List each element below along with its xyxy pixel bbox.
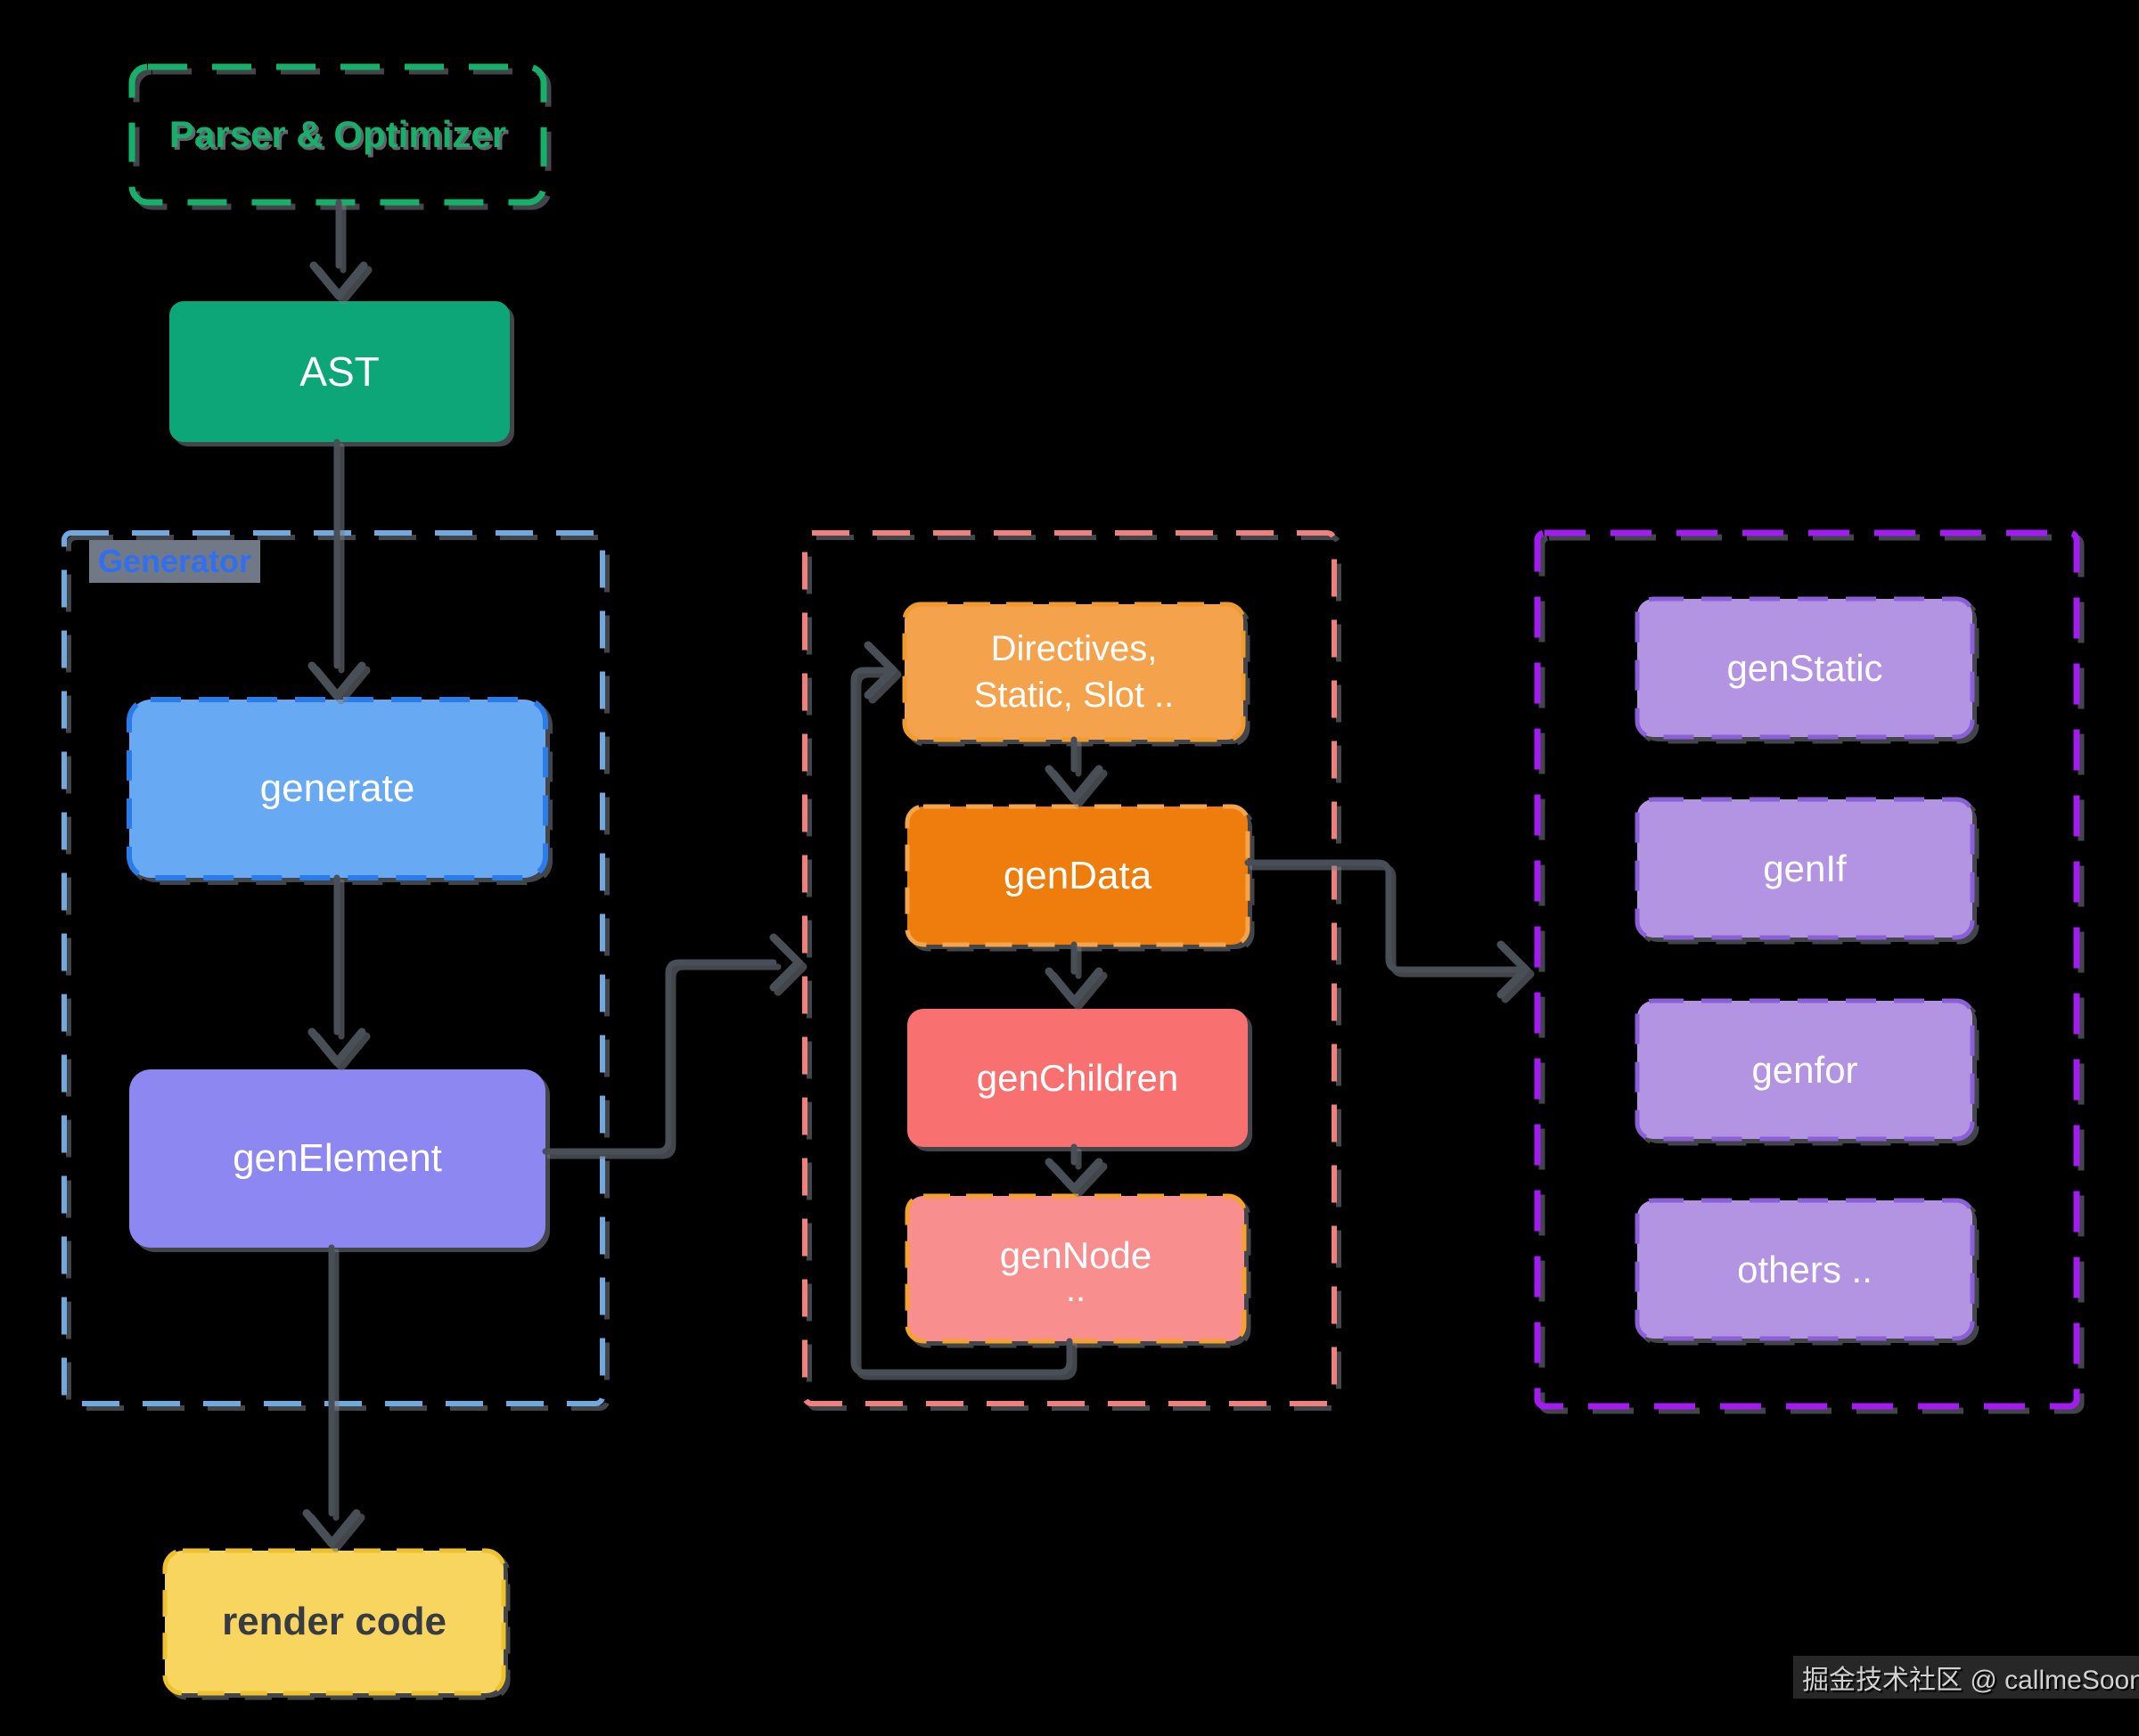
directives-box [902, 602, 1246, 742]
render-code-box [162, 1548, 506, 1696]
arrow-gendata-to-genchildren [1045, 941, 1103, 1006]
gendata-box [905, 804, 1250, 947]
arrow-ast-to-generate [307, 438, 366, 700]
gennode-box [905, 1193, 1247, 1344]
arrow-directives-to-gendata [1045, 736, 1103, 804]
gendata-detail-group-box [802, 530, 1337, 1406]
generate-box [127, 697, 548, 880]
arrow-genchildren-to-gennode [1045, 1143, 1103, 1193]
watermark-text: 掘金技术社区 @ callmeSoon [1793, 1656, 2139, 1699]
genstatic-box [1635, 596, 1975, 740]
arrow-parser-to-ast [309, 199, 368, 300]
arrow-genelement-to-middle-group [542, 933, 803, 1155]
arrow-genelement-to-rendercode [302, 1244, 361, 1548]
genfor-box [1635, 998, 1975, 1142]
others-box [1635, 1198, 1975, 1341]
genchildren-box [907, 1009, 1248, 1147]
genelement-box [129, 1069, 545, 1248]
arrow-generate-to-genelement [307, 874, 366, 1067]
ast-box [169, 301, 510, 442]
genif-box [1635, 797, 1975, 940]
parser-optimizer-box [128, 63, 547, 206]
gen-helpers-group-box [1534, 529, 2080, 1410]
arrow-gennode-loop-to-directives [850, 641, 1073, 1376]
arrow-gendata-to-right-group [1244, 859, 1530, 999]
